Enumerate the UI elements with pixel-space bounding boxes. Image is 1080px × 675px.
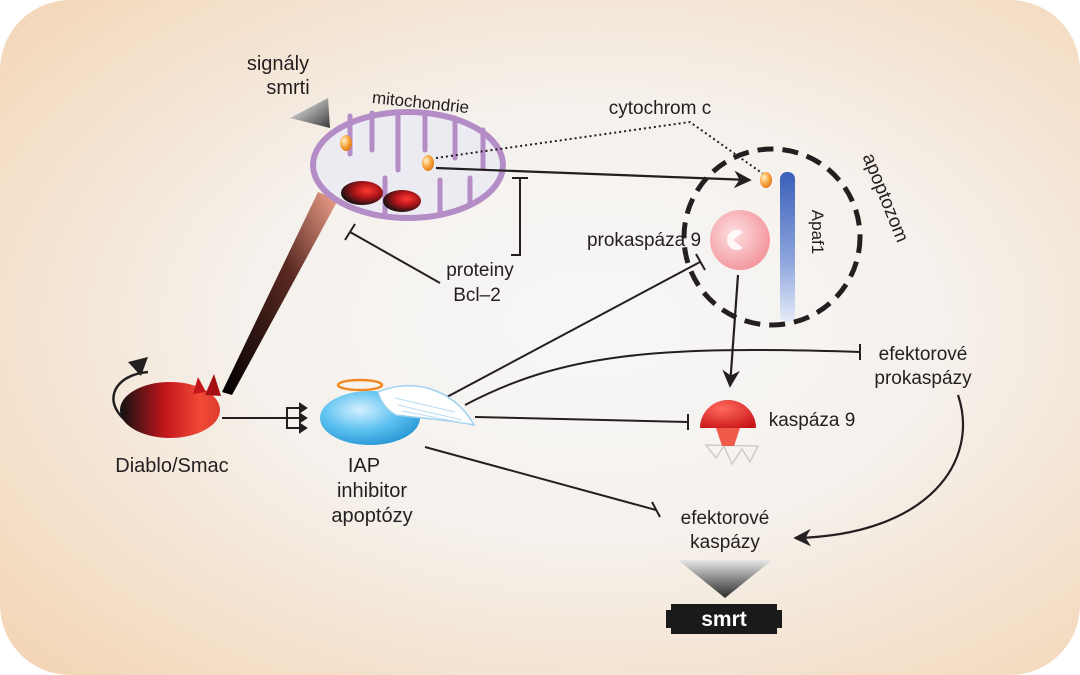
cytochrome-c-apoptosome bbox=[760, 172, 772, 188]
effector-caspases-label-2: kaspázy bbox=[690, 532, 760, 553]
mito-protein-blob-1 bbox=[341, 181, 383, 205]
cytochrome-release-arrow bbox=[435, 166, 752, 189]
diablo-smac-label: Diablo/Smac bbox=[115, 455, 228, 477]
bcl2-inhibition bbox=[344, 177, 528, 284]
cytochrome-dotted-pointer bbox=[435, 120, 767, 177]
caspase9-label: kaspáza 9 bbox=[769, 410, 856, 431]
diablo-smac-shape bbox=[112, 357, 221, 438]
apaf1-label: Apaf1 bbox=[808, 210, 827, 254]
iap-label-3: apoptózy bbox=[331, 505, 412, 527]
diablo-trident bbox=[222, 402, 308, 434]
apaf1-bar bbox=[780, 172, 795, 322]
death-signals-label-2: smrti bbox=[266, 77, 309, 99]
bcl2-label-1: proteiny bbox=[446, 260, 514, 281]
death-label: smrt bbox=[701, 608, 747, 631]
iap-label-2: inhibitor bbox=[337, 480, 407, 502]
effector-activation-arrow bbox=[793, 394, 965, 547]
effector-procaspases-label-1: efektorové bbox=[879, 344, 968, 365]
iap-label-1: IAP bbox=[348, 455, 380, 477]
death-signals-label-1: signály bbox=[247, 53, 309, 75]
death-box: smrt bbox=[666, 604, 782, 634]
apoptosome-ring bbox=[681, 146, 863, 328]
iap-inhibitions bbox=[424, 253, 861, 518]
caspase9-shape bbox=[700, 400, 760, 466]
procaspase-activation-arrow bbox=[722, 274, 740, 388]
death-signals-wedge bbox=[290, 98, 330, 128]
procaspase9-label: prokaspáza 9 bbox=[587, 230, 701, 251]
iap-angel-shape bbox=[320, 378, 476, 445]
effector-caspases-label-1: efektorové bbox=[681, 508, 770, 529]
procaspase9-shape bbox=[710, 210, 770, 270]
cytochrome-c-inside-1 bbox=[340, 135, 352, 151]
cytochrome-c-label: cytochrom c bbox=[609, 98, 711, 119]
mito-protein-blob-2 bbox=[383, 190, 421, 212]
mitochondrion bbox=[310, 109, 506, 221]
effector-procaspases-label-2: prokaspázy bbox=[874, 368, 972, 389]
death-funnel bbox=[678, 560, 772, 598]
cytochrome-c-inside-2 bbox=[422, 155, 434, 171]
mitochondria-release-beam bbox=[222, 192, 338, 395]
bcl2-label-2: Bcl–2 bbox=[453, 285, 501, 306]
